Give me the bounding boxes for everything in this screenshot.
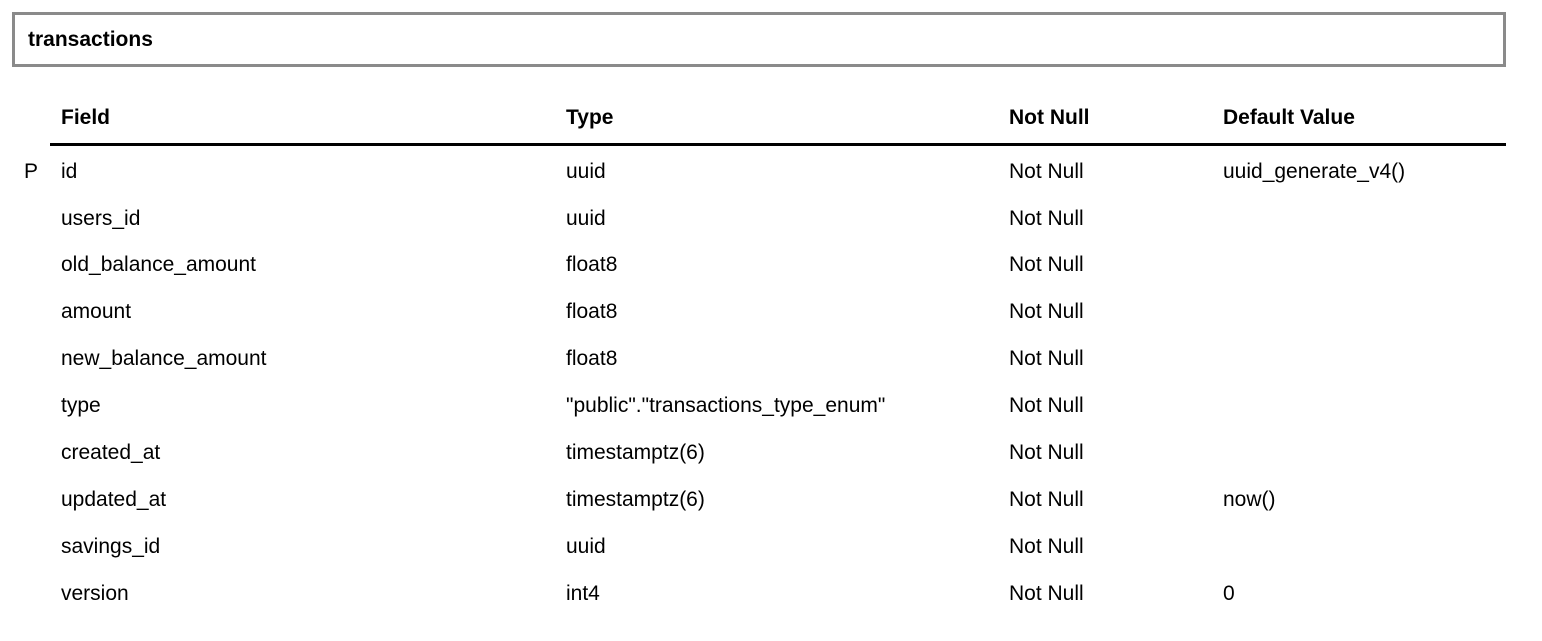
field-type: timestamptz(6) xyxy=(566,441,705,464)
field-name: new_balance_amount xyxy=(61,347,267,370)
field-not-null: Not Null xyxy=(1009,535,1084,558)
field-not-null: Not Null xyxy=(1009,582,1084,605)
field-name: updated_at xyxy=(61,488,167,511)
field-name: old_balance_amount xyxy=(61,253,256,276)
field-not-null: Not Null xyxy=(1009,253,1084,276)
field-name: version xyxy=(61,582,129,605)
table-row: old_balance_amount float8 Not Null xyxy=(0,243,1542,290)
table-row: users_id uuid Not Null xyxy=(0,197,1542,244)
field-not-null: Not Null xyxy=(1009,300,1084,323)
field-type: timestamptz(6) xyxy=(566,488,705,511)
field-type: "public"."transactions_type_enum" xyxy=(566,394,886,417)
field-name: type xyxy=(61,394,101,417)
table-row: updated_at timestamptz(6) Not Null now() xyxy=(0,478,1542,525)
header-default-value: Default Value xyxy=(1223,106,1355,129)
field-name: users_id xyxy=(61,207,141,230)
field-name: created_at xyxy=(61,441,161,464)
field-not-null: Not Null xyxy=(1009,394,1084,417)
field-type: uuid xyxy=(566,160,606,183)
field-type: uuid xyxy=(566,207,606,230)
table-row: savings_id uuid Not Null xyxy=(0,525,1542,572)
field-type: float8 xyxy=(566,347,618,370)
field-name: id xyxy=(61,160,78,183)
field-not-null: Not Null xyxy=(1009,347,1084,370)
field-type: uuid xyxy=(566,535,606,558)
column-header-row: Field Type Not Null Default Value xyxy=(50,100,1506,146)
header-field: Field xyxy=(61,106,111,129)
field-type: float8 xyxy=(566,253,618,276)
field-name: amount xyxy=(61,300,132,323)
field-default: uuid_generate_v4() xyxy=(1223,160,1406,183)
table-title: transactions xyxy=(28,28,153,51)
table-row: version int4 Not Null 0 xyxy=(0,572,1542,619)
table-row: type "public"."transactions_type_enum" N… xyxy=(0,384,1542,431)
field-default: now() xyxy=(1223,488,1276,511)
table-title-box: transactions xyxy=(12,12,1506,67)
field-not-null: Not Null xyxy=(1009,160,1084,183)
field-not-null: Not Null xyxy=(1009,441,1084,464)
field-type: int4 xyxy=(566,582,600,605)
header-type: Type xyxy=(566,106,614,129)
table-row: amount float8 Not Null xyxy=(0,290,1542,337)
header-not-null: Not Null xyxy=(1009,106,1090,129)
field-name: savings_id xyxy=(61,535,161,558)
table-row: new_balance_amount float8 Not Null xyxy=(0,337,1542,384)
field-not-null: Not Null xyxy=(1009,207,1084,230)
field-default: 0 xyxy=(1223,582,1235,605)
field-not-null: Not Null xyxy=(1009,488,1084,511)
table-row: created_at timestamptz(6) Not Null xyxy=(0,431,1542,478)
field-type: float8 xyxy=(566,300,618,323)
table-row: P id uuid Not Null uuid_generate_v4() xyxy=(0,150,1542,197)
primary-key-marker: P xyxy=(24,160,39,183)
